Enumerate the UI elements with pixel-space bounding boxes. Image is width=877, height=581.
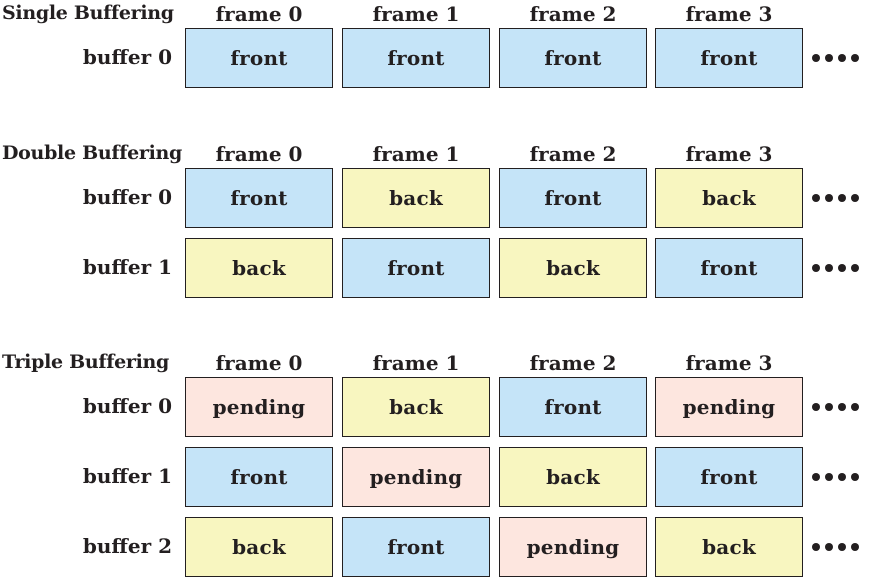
ellipsis-dot-icon	[838, 403, 846, 411]
double-buffering-frame-header-0: frame 0	[215, 142, 303, 166]
ellipsis-dot-icon	[851, 543, 859, 551]
single-buffering-title: Single Buffering	[2, 2, 174, 24]
double-buffering-frame-header-2: frame 2	[529, 142, 617, 166]
buffer-cell-front: front	[342, 517, 490, 577]
double-buffering-title: Double Buffering	[2, 142, 183, 164]
buffer-cell-front: front	[499, 377, 647, 437]
ellipsis-dot-icon	[825, 473, 833, 481]
double-buffering-row-label-1: buffer 1	[82, 255, 172, 279]
buffer-cell-back: back	[342, 377, 490, 437]
ellipsis-dot-icon	[812, 473, 820, 481]
ellipsis-dot-icon	[851, 403, 859, 411]
ellipsis-dot-icon	[838, 473, 846, 481]
ellipsis-dot-icon	[825, 54, 833, 62]
buffer-cell-back: back	[185, 517, 333, 577]
ellipsis-dot-icon	[812, 264, 820, 272]
buffer-cell-front: front	[655, 238, 803, 298]
continuation-ellipsis	[812, 194, 859, 202]
continuation-ellipsis	[812, 264, 859, 272]
continuation-ellipsis	[812, 543, 859, 551]
ellipsis-dot-icon	[851, 473, 859, 481]
triple-buffering-row-label-0: buffer 0	[82, 394, 172, 418]
buffer-cell-pending: pending	[342, 447, 490, 507]
triple-buffering-row-label-1: buffer 1	[82, 464, 172, 488]
ellipsis-dot-icon	[851, 264, 859, 272]
triple-buffering-row-label-2: buffer 2	[82, 534, 172, 558]
buffer-cell-front: front	[655, 447, 803, 507]
double-buffering-frame-header-3: frame 3	[685, 142, 773, 166]
single-buffering-frame-header-3: frame 3	[685, 2, 773, 26]
buffer-cell-back: back	[342, 168, 490, 228]
ellipsis-dot-icon	[825, 194, 833, 202]
buffer-cell-pending: pending	[655, 377, 803, 437]
continuation-ellipsis	[812, 403, 859, 411]
buffer-cell-back: back	[655, 517, 803, 577]
ellipsis-dot-icon	[812, 54, 820, 62]
buffer-cell-front: front	[499, 168, 647, 228]
buffer-cell-back: back	[185, 238, 333, 298]
buffer-cell-front: front	[185, 168, 333, 228]
buffer-cell-front: front	[499, 28, 647, 88]
ellipsis-dot-icon	[812, 403, 820, 411]
single-buffering-row-label-0: buffer 0	[82, 45, 172, 69]
triple-buffering-frame-header-3: frame 3	[685, 351, 773, 375]
triple-buffering-frame-header-0: frame 0	[215, 351, 303, 375]
buffer-cell-front: front	[342, 28, 490, 88]
buffer-cell-front: front	[185, 447, 333, 507]
buffer-cell-pending: pending	[499, 517, 647, 577]
ellipsis-dot-icon	[825, 264, 833, 272]
ellipsis-dot-icon	[825, 403, 833, 411]
buffer-cell-back: back	[499, 447, 647, 507]
ellipsis-dot-icon	[851, 194, 859, 202]
triple-buffering-frame-header-2: frame 2	[529, 351, 617, 375]
triple-buffering-title: Triple Buffering	[2, 351, 170, 373]
buffer-cell-front: front	[342, 238, 490, 298]
ellipsis-dot-icon	[851, 54, 859, 62]
triple-buffering-frame-header-1: frame 1	[372, 351, 460, 375]
single-buffering-frame-header-0: frame 0	[215, 2, 303, 26]
ellipsis-dot-icon	[838, 194, 846, 202]
ellipsis-dot-icon	[838, 543, 846, 551]
continuation-ellipsis	[812, 473, 859, 481]
double-buffering-frame-header-1: frame 1	[372, 142, 460, 166]
double-buffering-row-label-0: buffer 0	[82, 185, 172, 209]
single-buffering-frame-header-1: frame 1	[372, 2, 460, 26]
ellipsis-dot-icon	[838, 264, 846, 272]
buffer-cell-front: front	[185, 28, 333, 88]
continuation-ellipsis	[812, 54, 859, 62]
buffer-cell-back: back	[655, 168, 803, 228]
buffer-cell-front: front	[655, 28, 803, 88]
single-buffering-frame-header-2: frame 2	[529, 2, 617, 26]
ellipsis-dot-icon	[825, 543, 833, 551]
buffer-cell-back: back	[499, 238, 647, 298]
ellipsis-dot-icon	[838, 54, 846, 62]
buffer-cell-pending: pending	[185, 377, 333, 437]
ellipsis-dot-icon	[812, 543, 820, 551]
ellipsis-dot-icon	[812, 194, 820, 202]
